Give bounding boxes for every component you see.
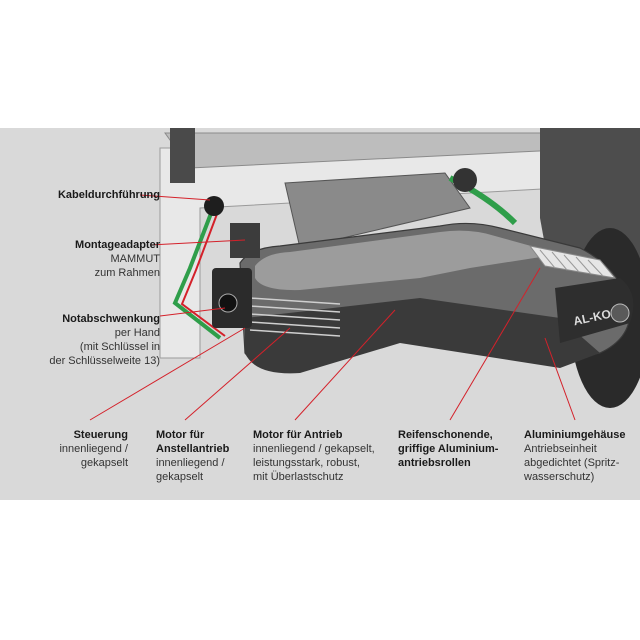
label-motor-anstellantrieb: Motor für Anstellantrieb innenliegend / … [156,429,230,483]
leader-kabel [139,194,211,201]
leader-lines [89,194,576,421]
label-notabschwenkung: Notabschwenkung per Hand (mit Schlüssel … [49,313,160,367]
label-kabeldurchfuehrung: Kabeldurchführung [57,189,160,201]
leader-not [159,307,226,317]
mounting-plate [284,172,471,249]
brand-plate [555,278,634,343]
leader-motor-antrieb [294,309,396,421]
leader-montage [149,239,246,246]
product-illustration: AL-KO [89,128,640,421]
vent-slots [249,297,341,337]
housing-top-face [255,230,560,291]
cable-green [172,202,222,340]
key-socket [218,293,238,313]
frame-post [170,128,195,183]
label-motor-antrieb: Motor für Antrieb innenliegend / gekapse… [253,429,375,483]
bolt [610,303,630,323]
aluminium-roller [528,245,617,279]
label-reifenschonend: Reifenschonende, griffige Aluminium- ant… [398,429,499,469]
leader-reifen [449,267,541,421]
label-steuerung: Steuerung innenliegend / gekapselt [59,429,128,469]
connector [453,168,477,192]
cable-grommet [204,196,224,216]
label-montageadapter: Montageadapter MAMMUT zum Rahmen [75,239,160,279]
leader-steuerung [89,327,246,421]
leader-motor-anstell [184,327,291,421]
label-aluminiumgehaeuse: Aluminiumgehäuse Antriebseinheit abgedic… [524,429,626,483]
cable-red [180,205,226,337]
leader-alu [544,337,576,421]
